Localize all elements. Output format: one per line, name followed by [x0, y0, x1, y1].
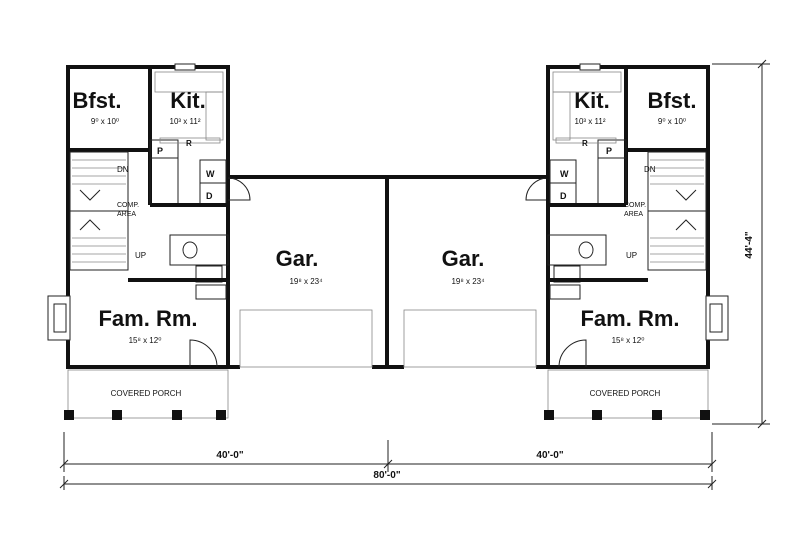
right-unit: Kit. 10³ x 11² Bfst. 9⁰ x 10⁰ P R W D DN… — [544, 63, 729, 420]
right-stair-treads — [650, 159, 704, 263]
left-ref-label: R — [186, 139, 192, 148]
left-gar-label: Gar. — [276, 246, 319, 271]
left-washer-label: W — [206, 169, 215, 179]
right-front-door — [558, 339, 587, 368]
right-stair-up-arrow — [675, 219, 697, 231]
right-fam-size: 15⁸ x 12⁰ — [612, 336, 645, 345]
left-closet — [195, 284, 227, 300]
left-kit-size: 10³ x 11² — [170, 117, 201, 126]
right-gar-label: Gar. — [442, 246, 485, 271]
right-fam-label: Fam. Rm. — [580, 306, 679, 331]
right-covered-porch — [547, 369, 709, 419]
left-gar-size: 19⁸ x 23⁴ — [289, 277, 323, 286]
left-bath — [169, 234, 229, 266]
right-ref-label: R — [582, 139, 588, 148]
left-front-door — [189, 339, 218, 368]
right-width-dimension: 40'-0" — [536, 450, 563, 461]
left-area-label: AREA — [117, 211, 136, 218]
right-bfst-size: 9⁰ x 10⁰ — [658, 117, 686, 126]
left-kitchen-window — [174, 63, 196, 71]
right-garage-door — [403, 309, 537, 368]
right-up-label: UP — [626, 251, 637, 260]
right-gar-size: 19⁸ x 23⁴ — [451, 277, 485, 286]
left-kit-label: Kit. — [170, 88, 205, 113]
right-kitchen-window — [579, 63, 601, 71]
right-closet — [549, 284, 581, 300]
left-stair-treads — [72, 159, 126, 263]
right-washer-label: W — [560, 169, 569, 179]
left-porch-label: COVERED PORCH — [111, 389, 182, 398]
right-dryer-label: D — [560, 191, 567, 201]
right-stair-down-arrow — [675, 189, 697, 201]
left-width-dimension: 40'-0" — [216, 450, 243, 461]
garages: Gar. 19⁸ x 23⁴ Gar. 19⁸ x 23⁴ — [227, 175, 549, 369]
left-covered-porch — [67, 369, 229, 419]
right-fireplace — [705, 295, 729, 341]
left-garage-door — [239, 309, 373, 368]
left-unit: Bfst. 9⁰ x 10⁰ Kit. 10³ x 11² P R W D DN… — [47, 63, 230, 420]
right-bfst-label: Bfst. — [648, 88, 697, 113]
left-up-label: UP — [135, 251, 146, 260]
left-comp-label: COMP. — [117, 202, 139, 209]
left-fireplace — [47, 295, 71, 341]
left-bfst-size: 9⁰ x 10⁰ — [91, 117, 119, 126]
left-fam-label: Fam. Rm. — [98, 306, 197, 331]
right-kit-label: Kit. — [574, 88, 609, 113]
right-area-label: AREA — [624, 211, 643, 218]
left-stair-down-arrow — [79, 189, 101, 201]
left-kitchen-counter — [154, 71, 224, 93]
left-bfst-label: Bfst. — [73, 88, 122, 113]
right-kitchen-counter — [552, 71, 622, 93]
right-kit-size: 10³ x 11² — [575, 117, 606, 126]
left-stair-up-arrow — [79, 219, 101, 231]
right-dn-label: DN — [644, 165, 656, 174]
dimension-lines: 40'-0" 40'-0" 80'-0" 44'-4" — [59, 59, 770, 490]
right-comp-label: COMP. — [624, 202, 646, 209]
right-bath — [547, 234, 607, 266]
left-pantry-label: P — [157, 146, 163, 156]
total-width-dimension: 80'-0" — [373, 470, 400, 481]
left-dn-label: DN — [117, 165, 129, 174]
right-pantry-label: P — [606, 146, 612, 156]
left-fam-size: 15⁸ x 12⁰ — [129, 336, 162, 345]
left-dryer-label: D — [206, 191, 213, 201]
right-porch-label: COVERED PORCH — [590, 389, 661, 398]
depth-dimension: 44'-4" — [744, 231, 755, 258]
